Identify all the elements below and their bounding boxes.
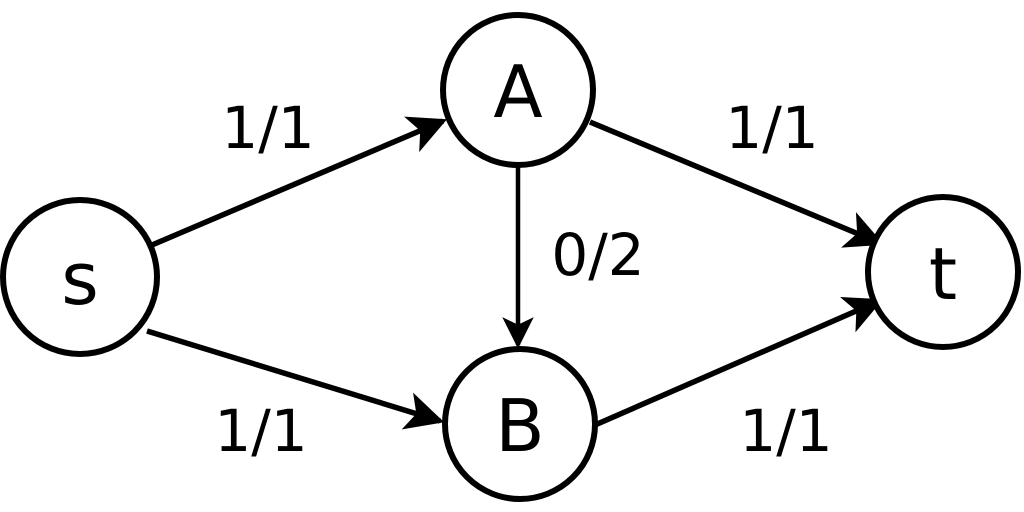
node-B[interactable]: B [442, 346, 598, 502]
node-A[interactable]: A [440, 12, 596, 168]
node-t-circle[interactable] [865, 194, 1021, 350]
node-A-circle[interactable] [440, 12, 596, 168]
node-s-circle[interactable] [0, 197, 160, 357]
node-s-label: s [61, 237, 99, 321]
edge-label-B-t: 1/1 [739, 397, 832, 465]
node-B-circle[interactable] [442, 346, 598, 502]
edge-s-to-A[interactable] [150, 116, 448, 248]
edge-labels-group: 1/1 1/1 0/2 1/1 1/1 [214, 94, 832, 465]
edge-B-to-t[interactable] [593, 297, 884, 428]
edges-group [146, 116, 885, 430]
edge-label-A-B: 0/2 [551, 221, 644, 289]
node-t[interactable]: t [865, 194, 1021, 350]
node-B-label: B [495, 384, 544, 468]
nodes-group: s A B t [0, 12, 1021, 502]
node-A-label: A [493, 50, 542, 134]
edge-label-s-B: 1/1 [214, 397, 307, 465]
edge-label-A-t: 1/1 [725, 94, 818, 162]
node-t-label: t [929, 232, 957, 316]
edge-label-s-A: 1/1 [221, 94, 314, 162]
node-s[interactable]: s [0, 197, 160, 357]
edge-s-to-B[interactable] [146, 328, 445, 430]
edge-A-to-t[interactable] [588, 119, 885, 248]
